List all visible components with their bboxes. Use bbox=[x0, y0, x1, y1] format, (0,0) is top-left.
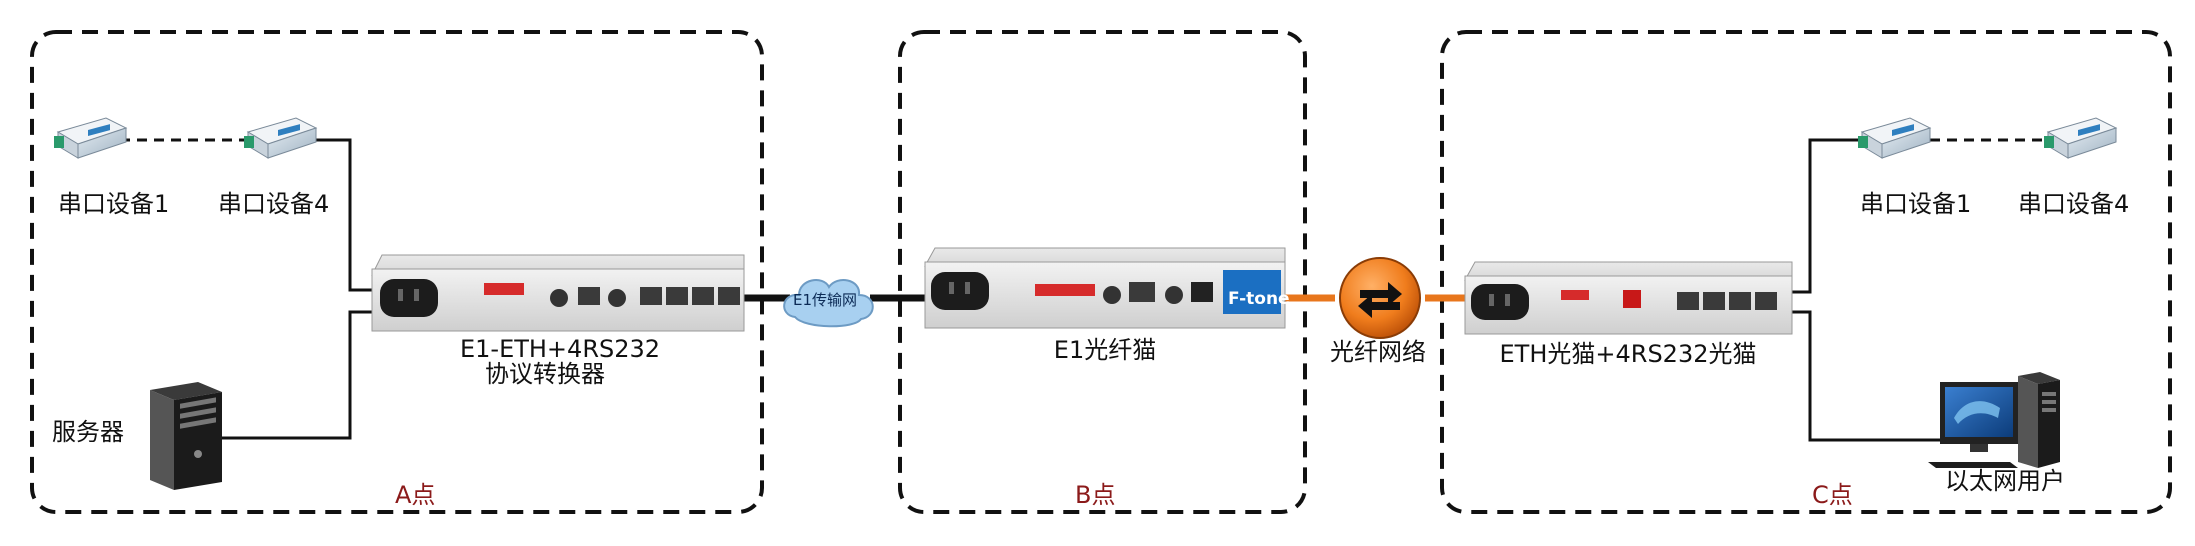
protocol-converter-label-line1: E1-ETH+4RS232 bbox=[459, 335, 661, 363]
zone-a-boundary bbox=[30, 30, 764, 514]
serial-device-4-label-c: 串口设备4 bbox=[2018, 190, 2130, 218]
e1-network-cloud-icon bbox=[783, 279, 874, 328]
power-socket bbox=[931, 272, 989, 310]
link-ethmodem-to-serial bbox=[1792, 138, 1870, 294]
server-label: 服务器 bbox=[52, 418, 124, 446]
serial-device-icon bbox=[244, 117, 318, 159]
e1-modem-label: E1光纤猫 bbox=[1053, 336, 1157, 364]
ethernet-user-label: 以太网用户 bbox=[1945, 467, 2065, 495]
zone-b-boundary bbox=[898, 30, 1307, 514]
serial-device-4-label-a: 串口设备4 bbox=[218, 190, 330, 218]
protocol-converter-device bbox=[371, 254, 745, 332]
brand-badge bbox=[1223, 270, 1281, 314]
serial-device-icon bbox=[1858, 117, 1932, 159]
zone-b-label: B点 bbox=[1075, 481, 1116, 509]
serial-device-icon bbox=[54, 117, 128, 159]
ethernet-user-pc-icon bbox=[1928, 372, 2060, 468]
brand-badge-label: F-tone bbox=[1228, 289, 1290, 309]
link-serial4-to-converter bbox=[310, 138, 372, 292]
e1-network-label: E1传输网 bbox=[793, 291, 858, 309]
power-socket bbox=[380, 279, 438, 317]
link-ethmodem-to-user bbox=[1792, 310, 1945, 442]
eth-modem-label: ETH光猫+4RS232光猫 bbox=[1499, 340, 1757, 368]
zone-a-label: A点 bbox=[395, 481, 436, 509]
link-server-to-converter bbox=[222, 310, 372, 440]
serial-device-icon bbox=[2044, 117, 2118, 159]
serial-device-1-label-c: 串口设备1 bbox=[1860, 190, 1972, 218]
eth-modem-device bbox=[1464, 261, 1793, 335]
zone-c-boundary bbox=[1440, 30, 2172, 514]
fiber-network-label: 光纤网络 bbox=[1330, 338, 1426, 366]
zone-c-label: C点 bbox=[1812, 481, 1853, 509]
protocol-converter-label-line2: 协议转换器 bbox=[485, 360, 605, 388]
fiber-network-icon bbox=[1339, 257, 1421, 339]
server-icon bbox=[150, 382, 222, 490]
e1-modem-device bbox=[924, 247, 1286, 329]
serial-device-1-label-a: 串口设备1 bbox=[58, 190, 170, 218]
power-socket bbox=[1471, 284, 1529, 320]
